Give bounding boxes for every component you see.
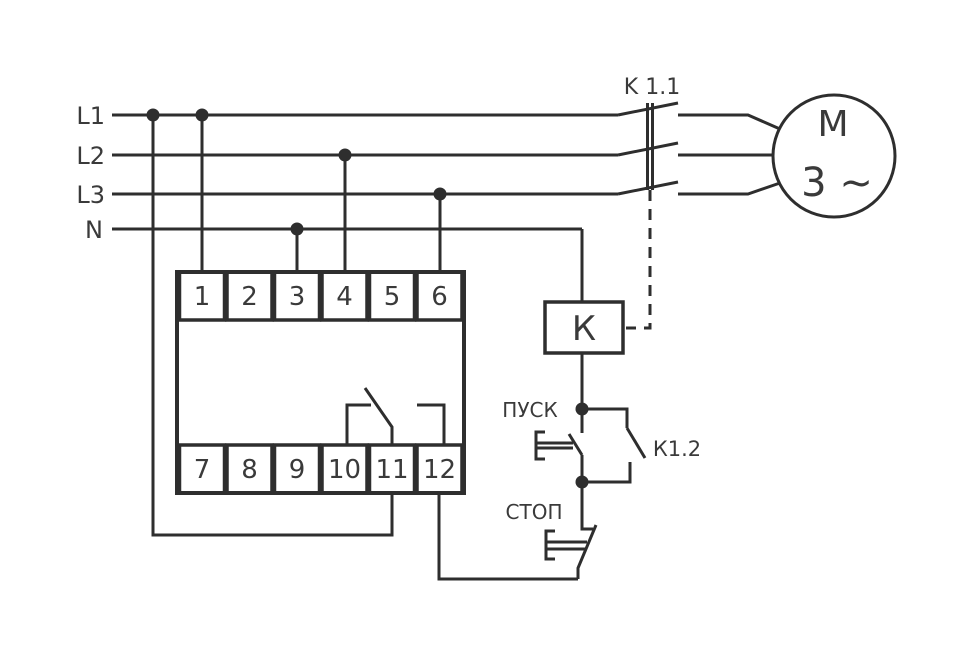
terminal-4-box (320, 270, 369, 322)
terminal-9-number: 9 (289, 455, 306, 485)
terminal-row-bottom: 7 8 9 10 11 12 (177, 443, 464, 495)
contact-blade-terminal-11 (363, 387, 394, 445)
start-actuator-bracket (534, 430, 545, 461)
terminal-1-box (177, 270, 227, 322)
terminal-12-box (415, 443, 464, 495)
k11-coil-mechanical-link (626, 190, 652, 330)
terminal-5-number: 5 (384, 282, 401, 312)
terminal-8-number: 8 (241, 455, 258, 485)
terminal-row-top: 1 2 3 4 5 6 (177, 270, 464, 322)
terminal-8-box (225, 443, 274, 495)
motor-symbol: M 3 ~ (771, 93, 897, 219)
terminal-2-number: 2 (241, 282, 258, 312)
terminal-5-box (367, 270, 417, 322)
contact-stub-terminal-12 (417, 403, 446, 445)
stop-button-label: СТОП (506, 500, 563, 524)
contactor-coil: К (543, 229, 625, 409)
motor-letter: M (817, 104, 848, 145)
k12-contact-blade (625, 427, 647, 459)
start-button-label: ПУСК (502, 398, 557, 422)
junction-dot (195, 108, 209, 122)
coil-box (543, 300, 625, 355)
wire-terminal-12-to-stop (437, 493, 578, 581)
rail-l3-label: L3 (76, 181, 105, 209)
coil-letter: К (572, 309, 596, 349)
rail-l2-label: L2 (76, 142, 105, 170)
junction-dot (433, 187, 447, 201)
aux-contact-k12: К1.2 (582, 407, 701, 484)
terminal-9-box (272, 443, 322, 495)
stop-upper-stub (580, 482, 593, 531)
terminal-10-box (320, 443, 369, 495)
terminal-7-number: 7 (194, 455, 211, 485)
contactor-main-contact-k11: K 1.1 (617, 75, 781, 330)
wire-phase3-to-motor (678, 181, 781, 196)
k12-contact-label: К1.2 (653, 437, 701, 461)
power-rails: L1 L2 L3 N (76, 102, 618, 244)
stop-button: СТОП (506, 482, 598, 579)
terminal-6-box (415, 270, 464, 322)
terminal-2-box (225, 270, 274, 322)
wire-phase1-to-motor (678, 113, 781, 131)
motor-circle (771, 93, 897, 219)
k12-upper-stub (582, 407, 629, 428)
terminal-1-number: 1 (194, 282, 211, 312)
terminal-4-number: 4 (336, 282, 353, 312)
contact-stub-terminal-10 (345, 403, 371, 445)
junction-dot (338, 148, 352, 162)
wire-l1-to-terminal-11 (151, 115, 394, 537)
terminal-11-number: 11 (375, 455, 408, 485)
junction-dots (146, 108, 589, 489)
relay-device: 1 2 3 4 5 6 7 8 9 10 11 12 (175, 270, 466, 495)
stop-contact-blade (576, 524, 598, 579)
feeder-wires (151, 115, 578, 581)
motor-phase-label: 3 ~ (801, 160, 873, 206)
k11-contact-label: K 1.1 (624, 75, 680, 100)
terminal-3-number: 3 (289, 282, 306, 312)
stop-actuator-bracket (544, 529, 555, 561)
terminal-6-number: 6 (431, 282, 448, 312)
terminal-12-number: 12 (423, 455, 456, 485)
junction-dot (290, 222, 304, 236)
rail-n-label: N (85, 216, 103, 244)
relay-output-contact (345, 387, 446, 445)
start-button: ПУСК (502, 398, 584, 482)
rail-l1-label: L1 (76, 102, 105, 130)
terminal-3-box (272, 270, 322, 322)
junction-dot (146, 108, 160, 122)
terminal-10-number: 10 (328, 455, 361, 485)
k12-lower-stub (582, 462, 632, 484)
terminal-7-box (177, 443, 227, 495)
start-contact-blade (567, 433, 584, 456)
